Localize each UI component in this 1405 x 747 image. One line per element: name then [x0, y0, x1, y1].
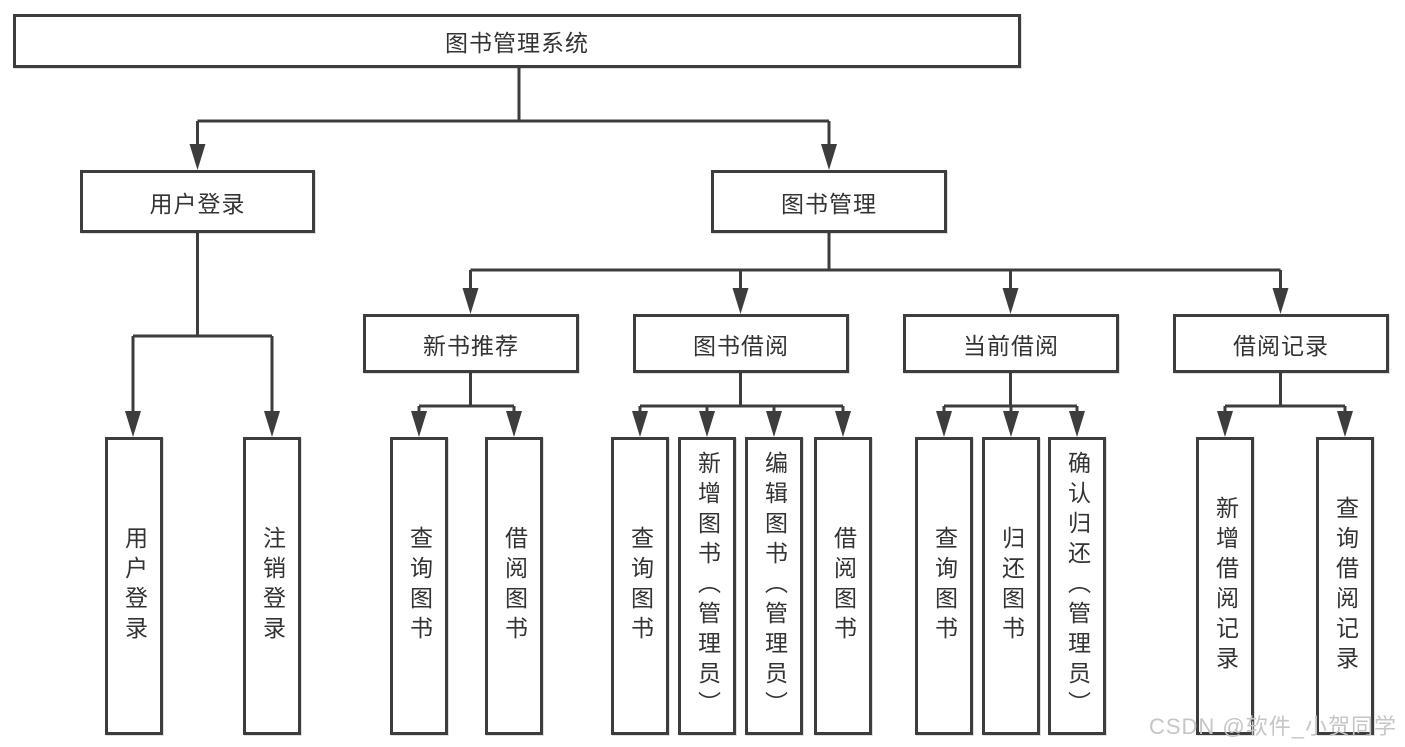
- connector-user-login: [131, 233, 274, 419]
- leaf-record-query-borrow-record: 查询借阅记录: [1316, 437, 1374, 735]
- leaf-borrow-add-books-admin-label: 新增图书（管理员）: [694, 451, 721, 721]
- node-current-borrow-label: 当前借阅: [963, 332, 1059, 359]
- connector-book-mgmt: [469, 233, 1282, 296]
- arrowhead: [264, 411, 280, 437]
- leaf-newbook-query-books-label: 查询图书: [406, 526, 433, 646]
- arrowhead: [462, 288, 479, 314]
- node-new-book-recommend: 新书推荐: [363, 314, 579, 373]
- node-book-borrow-label: 图书借阅: [693, 332, 789, 359]
- connector-book-borrow: [638, 373, 845, 419]
- leaf-record-add-borrow-record: 新增借阅记录: [1196, 437, 1254, 735]
- leaf-borrow-borrow-books: 借阅图书: [814, 437, 872, 735]
- leaf-record-add-borrow-record-label: 新增借阅记录: [1212, 496, 1239, 676]
- arrowhead: [1272, 288, 1289, 314]
- node-user-login-label: 用户登录: [149, 190, 246, 217]
- watermark: CSDN @软件_小贺同学: [1148, 714, 1397, 739]
- arrowhead: [189, 144, 206, 170]
- arrowhead: [411, 411, 427, 437]
- leaf-newbook-query-books: 查询图书: [390, 437, 448, 735]
- node-user-login: 用户登录: [80, 170, 315, 233]
- arrowhead: [699, 411, 715, 437]
- leaf-newbook-borrow-books-label: 借阅图书: [501, 526, 528, 646]
- connector-root: [196, 68, 831, 152]
- leaf-logout-label: 注销登录: [259, 526, 286, 646]
- arrowheads: [125, 144, 1353, 437]
- leaf-current-query-books-label: 查询图书: [931, 526, 958, 646]
- connector-paths: [131, 68, 1347, 419]
- arrowhead: [821, 144, 837, 170]
- arrowhead: [632, 411, 648, 437]
- arrowhead: [732, 288, 749, 314]
- leaf-current-confirm-return-admin: 确认归还（管理员）: [1048, 437, 1106, 735]
- leaf-current-query-books: 查询图书: [915, 437, 973, 735]
- arrowhead: [1003, 411, 1019, 437]
- node-borrow-record-label: 借阅记录: [1233, 332, 1329, 359]
- leaf-newbook-borrow-books: 借阅图书: [485, 437, 543, 735]
- leaf-current-return-books-label: 归还图书: [998, 526, 1025, 646]
- node-root-label: 图书管理系统: [445, 30, 589, 56]
- node-current-borrow: 当前借阅: [903, 314, 1119, 373]
- node-book-borrow: 图书借阅: [633, 314, 849, 373]
- node-new-book-recommend-label: 新书推荐: [423, 332, 519, 359]
- connector-borrow-record: [1223, 373, 1347, 419]
- arrowhead: [835, 411, 851, 437]
- node-book-mgmt-label: 图书管理: [781, 190, 877, 217]
- connector-new-book: [417, 373, 516, 419]
- arrowhead: [936, 411, 952, 437]
- node-root: 图书管理系统: [13, 14, 1021, 68]
- leaf-logout: 注销登录: [243, 437, 301, 735]
- leaf-current-confirm-return-admin-label: 确认归还（管理员）: [1064, 451, 1091, 721]
- leaf-user-login: 用户登录: [105, 437, 163, 735]
- leaf-borrow-query-books-label: 查询图书: [627, 526, 654, 646]
- leaf-user-login-label: 用户登录: [121, 526, 148, 646]
- leaf-borrow-borrow-books-label: 借阅图书: [830, 526, 857, 646]
- leaf-borrow-edit-books-admin: 编辑图书（管理员）: [745, 437, 803, 735]
- arrowhead: [125, 411, 141, 437]
- arrowhead: [1337, 411, 1353, 437]
- leaf-borrow-edit-books-admin-label: 编辑图书（管理员）: [761, 451, 788, 721]
- leaf-current-return-books: 归还图书: [982, 437, 1040, 735]
- leaf-record-query-borrow-record-label: 查询借阅记录: [1332, 496, 1359, 676]
- leaf-borrow-add-books-admin: 新增图书（管理员）: [678, 437, 736, 735]
- arrowhead: [1217, 411, 1233, 437]
- arrowhead: [1069, 411, 1085, 437]
- arrowhead: [1002, 288, 1019, 314]
- arrowhead: [766, 411, 782, 437]
- node-borrow-record: 借阅记录: [1173, 314, 1389, 373]
- node-book-mgmt: 图书管理: [711, 170, 947, 233]
- arrowhead: [506, 411, 522, 437]
- leaf-borrow-query-books: 查询图书: [611, 437, 669, 735]
